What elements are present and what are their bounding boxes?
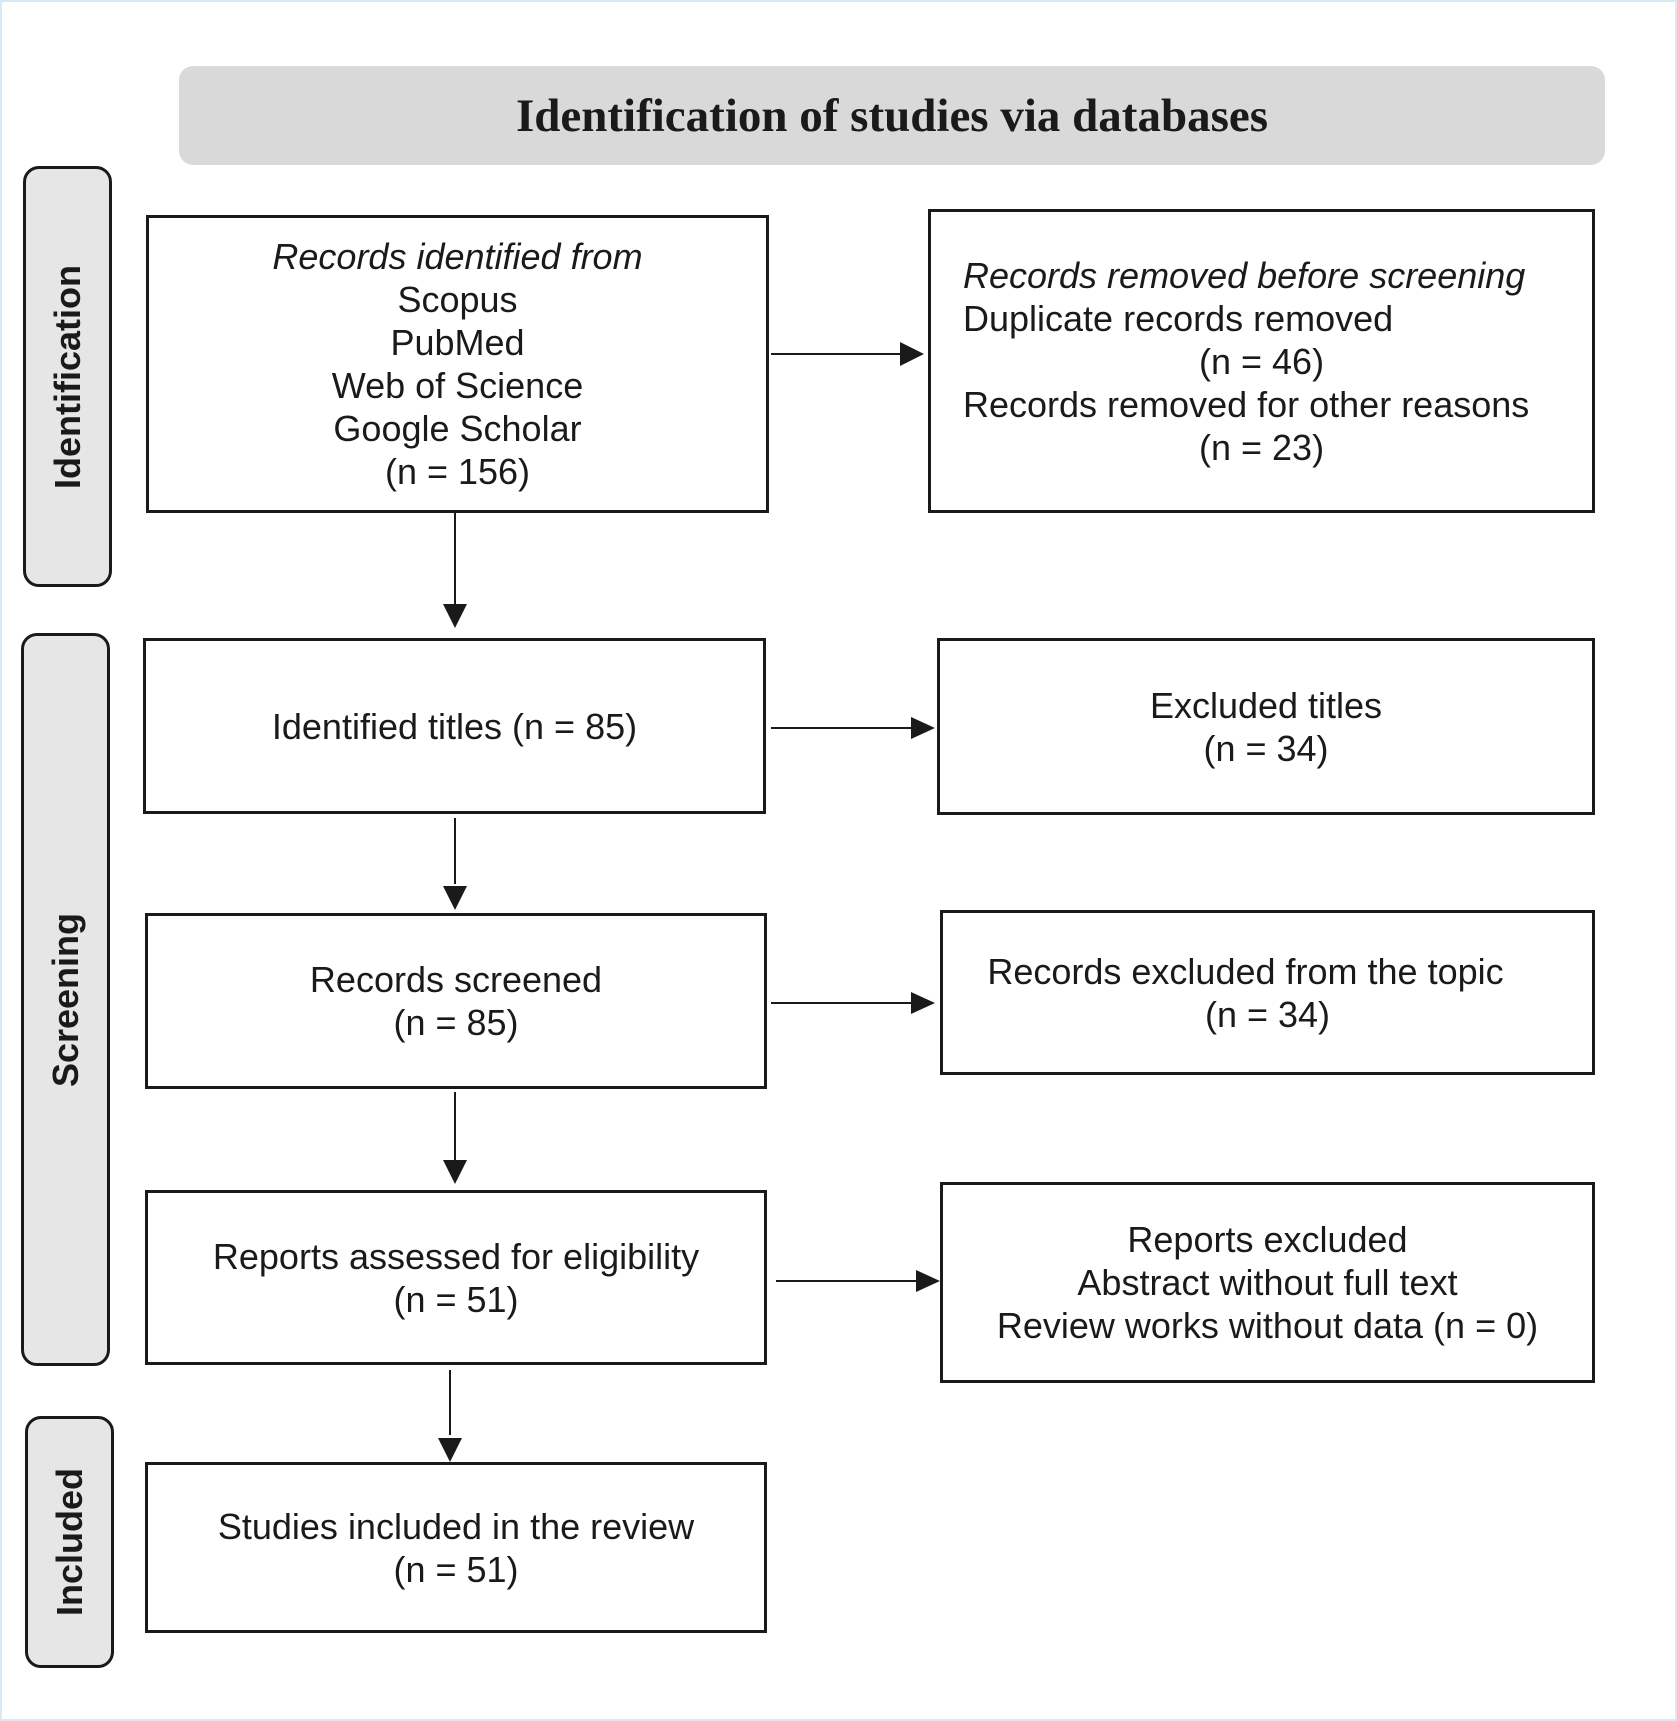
arrowhead-assessed-to-excluded	[916, 1270, 940, 1292]
identified-titles-box: Identified titles (n = 85)	[143, 638, 766, 814]
studies-included-box: Studies included in the review (n = 51)	[145, 1462, 767, 1633]
reports-excluded-reason-review: Review works without data (n = 0)	[996, 1305, 1539, 1346]
source-web-of-science: Web of Science	[331, 365, 584, 406]
phase-tab-screening: Screening	[21, 633, 110, 1366]
arrowhead-screened-to-excluded-topic	[911, 992, 935, 1014]
arrowhead-screened-to-assessed	[443, 1160, 467, 1184]
header-banner: Identification of studies via databases	[179, 66, 1605, 165]
arrowhead-identified-to-removed	[900, 342, 924, 366]
arrowhead-identified-to-titles	[443, 604, 467, 628]
arrowhead-assessed-to-included	[438, 1438, 462, 1462]
reports-assessed-box: Reports assessed for eligibility (n = 51…	[145, 1190, 767, 1365]
records-identified-count: (n = 156)	[384, 451, 531, 492]
excluded-titles-box: Excluded titles (n = 34)	[937, 638, 1595, 815]
records-identified-box: Records identified from Scopus PubMed We…	[146, 215, 769, 513]
reports-assessed-count: (n = 51)	[393, 1278, 519, 1320]
records-screened-box: Records screened (n = 85)	[145, 913, 767, 1089]
records-removed-box: Records removed before screening Duplica…	[928, 209, 1595, 513]
other-reasons-label: Records removed for other reasons	[963, 383, 1530, 425]
reports-excluded-reason-abstract: Abstract without full text	[1077, 1262, 1458, 1303]
studies-included-count: (n = 51)	[393, 1548, 519, 1590]
records-removed-heading: Records removed before screening	[963, 254, 1526, 296]
duplicates-count: (n = 46)	[1199, 340, 1325, 382]
records-excluded-topic-box: Records excluded from the topic (n = 34)	[940, 910, 1595, 1075]
duplicates-label: Duplicate records removed	[963, 297, 1394, 339]
studies-included-label: Studies included in the review	[217, 1505, 695, 1547]
excluded-titles-count: (n = 34)	[1203, 727, 1329, 769]
other-reasons-count: (n = 23)	[1199, 426, 1325, 468]
excluded-titles-label: Excluded titles	[1149, 684, 1383, 726]
source-google-scholar: Google Scholar	[333, 408, 582, 449]
records-identified-heading: Records identified from	[272, 236, 643, 277]
records-screened-label: Records screened	[309, 959, 603, 1000]
reports-excluded-box: Reports excluded Abstract without full t…	[940, 1182, 1595, 1383]
identified-titles-label: Identified titles (n = 85)	[271, 705, 638, 747]
arrowhead-titles-to-screened	[443, 886, 467, 910]
phase-tab-included: Included	[25, 1416, 114, 1668]
source-pubmed: PubMed	[390, 322, 525, 363]
source-scopus: Scopus	[397, 279, 518, 320]
records-excluded-topic-count: (n = 34)	[1204, 993, 1331, 1035]
records-screened-count: (n = 85)	[393, 1002, 519, 1043]
page-title: Identification of studies via databases	[515, 89, 1269, 142]
reports-assessed-label: Reports assessed for eligibility	[212, 1235, 700, 1277]
phase-tab-identification: Identification	[23, 166, 112, 587]
arrowhead-titles-to-excluded	[911, 717, 935, 739]
records-excluded-topic-label: Records excluded from the topic	[987, 950, 1504, 992]
reports-excluded-label: Reports excluded	[1127, 1219, 1408, 1260]
